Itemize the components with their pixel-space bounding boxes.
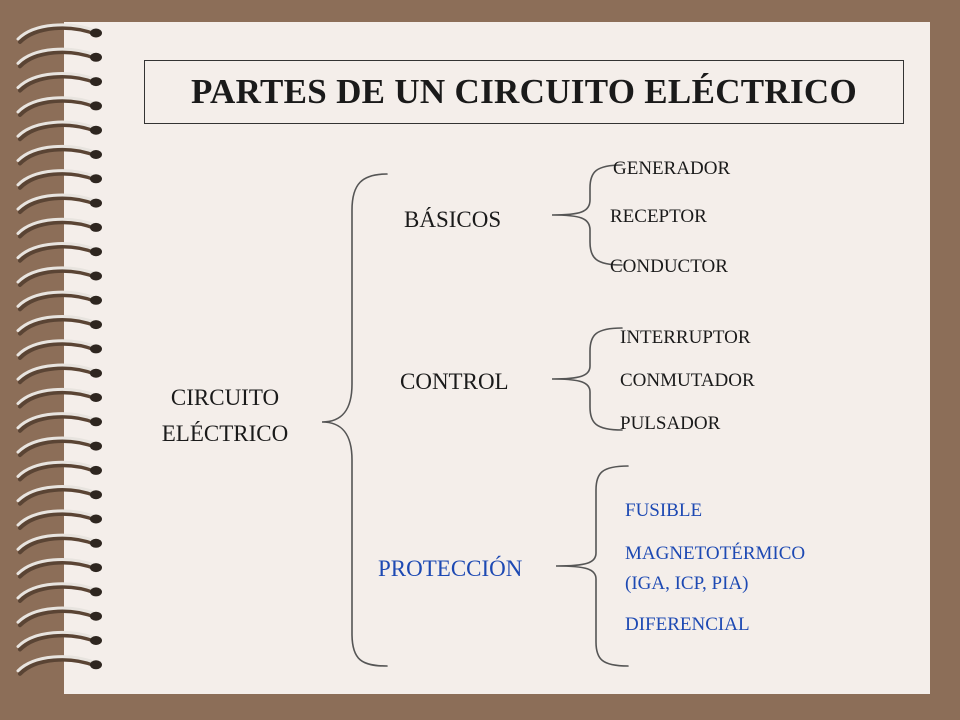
spiral-ring xyxy=(16,96,102,117)
spiral-ring xyxy=(16,23,102,44)
title-box: PARTES DE UN CIRCUITO ELÉCTRICO xyxy=(144,60,904,124)
spiral-ring xyxy=(16,363,102,385)
spiral-ring xyxy=(16,47,102,69)
spiral-ring xyxy=(16,266,102,287)
root-node: CIRCUITO ELÉCTRICO xyxy=(140,380,310,452)
spiral-ring xyxy=(16,582,102,603)
basicos-brace xyxy=(551,164,623,266)
item-generador: GENERADOR xyxy=(613,158,731,179)
category-proteccion: PROTECCIÓN xyxy=(378,556,523,581)
root-label-line2: ELÉCTRICO xyxy=(161,421,289,446)
item-conductor: CONDUCTOR xyxy=(610,256,728,277)
item-diferencial: DIFERENCIAL xyxy=(625,614,750,635)
spiral-ring xyxy=(16,557,102,579)
root-label-line1: CIRCUITO xyxy=(170,385,280,410)
item-receptor: RECEPTOR xyxy=(610,206,707,227)
page-title: PARTES DE UN CIRCUITO ELÉCTRICO xyxy=(190,72,858,111)
spiral-ring xyxy=(16,290,102,312)
spiral-ring xyxy=(16,144,102,166)
spiral-ring xyxy=(16,242,102,263)
proteccion-brace xyxy=(555,465,629,667)
spiral-ring xyxy=(16,339,102,360)
spiral-ring xyxy=(16,485,102,506)
category-control: CONTROL xyxy=(400,369,509,394)
spiral-ring xyxy=(16,71,102,93)
spiral-binding xyxy=(16,23,102,676)
spiral-ring xyxy=(16,120,102,142)
spiral-ring xyxy=(16,169,102,190)
spiral-ring xyxy=(16,460,102,482)
spiral-ring xyxy=(16,193,102,215)
spiral-ring xyxy=(16,412,102,433)
spiral-ring xyxy=(16,655,102,676)
category-basicos: BÁSICOS xyxy=(404,207,502,232)
control-brace xyxy=(551,327,623,431)
item-pulsador: PULSADOR xyxy=(620,413,721,434)
item-fusible: FUSIBLE xyxy=(625,500,703,521)
item-conmutador: CONMUTADOR xyxy=(620,370,755,391)
root-brace xyxy=(321,173,388,667)
spiral-ring xyxy=(16,314,102,336)
item-magnetotermico: MAGNETOTÉRMICO xyxy=(625,543,806,564)
spiral-ring xyxy=(16,630,102,652)
item-magnetotermico-detail: (IGA, ICP, PIA) xyxy=(625,573,749,594)
spiral-ring xyxy=(16,533,102,555)
item-interruptor: INTERRUPTOR xyxy=(620,327,751,348)
spiral-ring xyxy=(16,606,102,628)
spiral-ring xyxy=(16,436,102,458)
spiral-ring xyxy=(16,217,102,239)
spiral-ring xyxy=(16,387,102,409)
spiral-ring xyxy=(16,509,102,530)
notebook-page xyxy=(64,22,930,694)
